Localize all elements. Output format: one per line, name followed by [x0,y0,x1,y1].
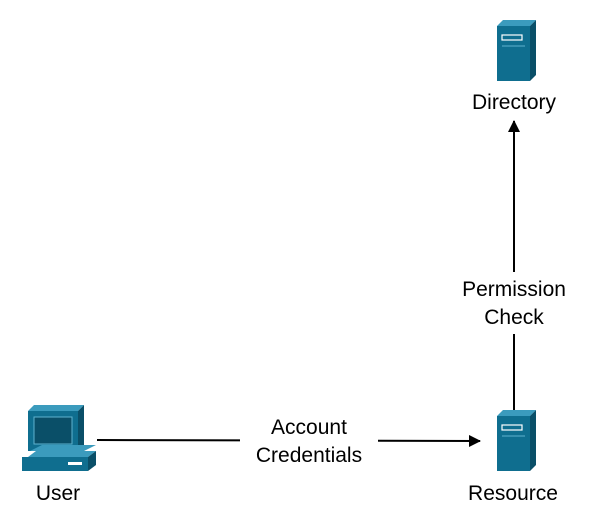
edge-credentials: Account Credentials [96,413,481,471]
edge-permission-label-line-2: Check [484,306,544,329]
node-directory: Directory [472,20,557,114]
edge-credentials-label-bg [240,413,378,471]
edge-permission: Permission Check [450,120,578,412]
node-user: User [22,405,96,505]
node-resource: Resource [468,410,558,505]
edge-credentials-label-line-1: Account [271,416,347,439]
edge-credentials-label-line-2: Credentials [256,444,362,467]
node-user-label: User [36,482,80,505]
node-directory-label: Directory [472,91,557,114]
server-icon [497,410,536,471]
server-icon [497,20,536,81]
edge-permission-label-line-1: Permission [462,278,566,301]
node-resource-label: Resource [468,482,558,505]
desktop-computer-icon [22,405,96,471]
edge-permission-label-bg [450,272,578,334]
